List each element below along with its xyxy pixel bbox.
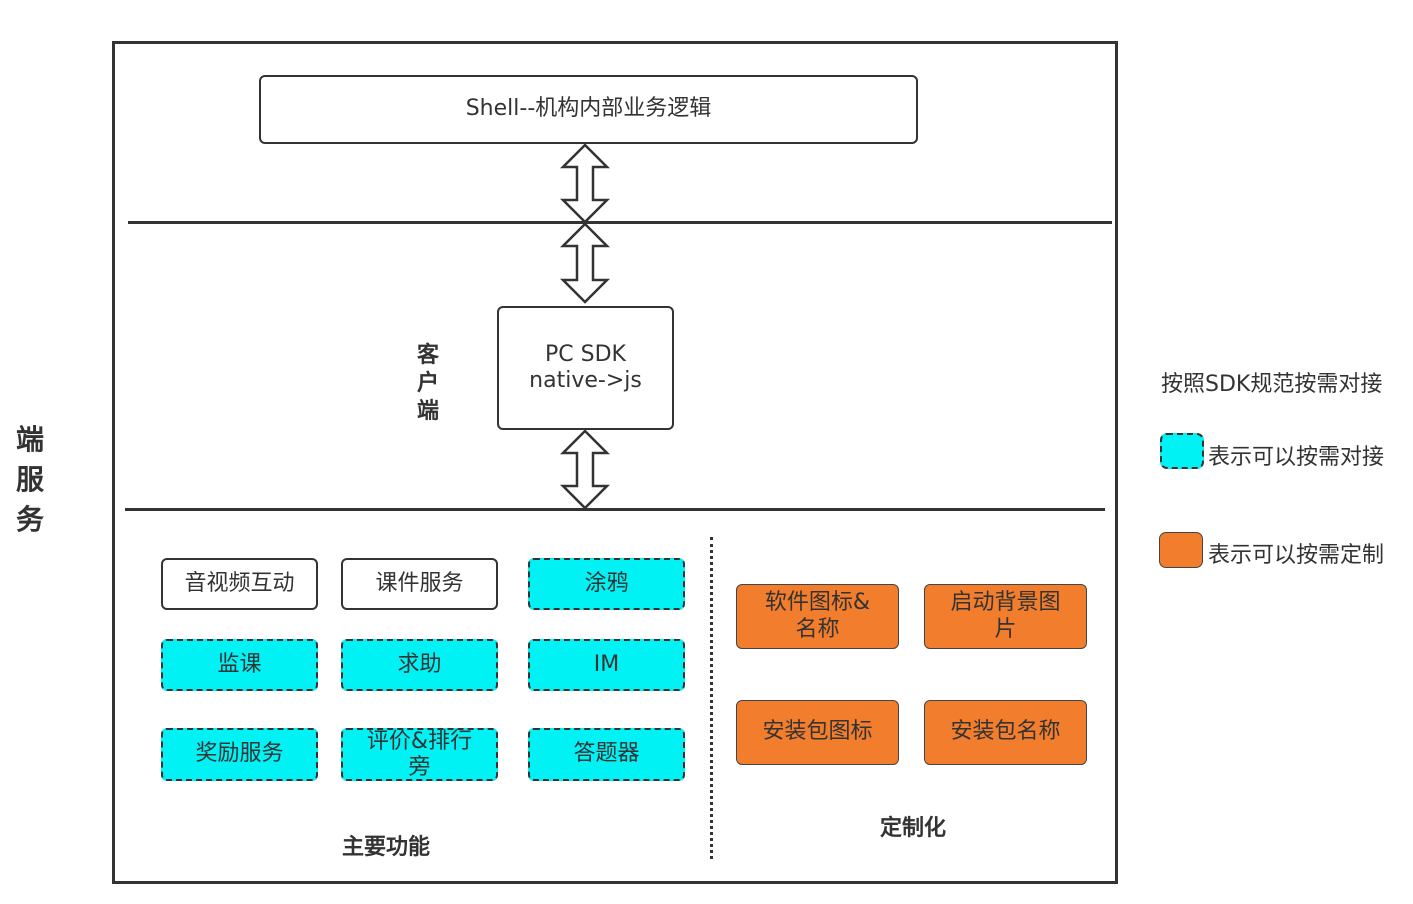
feature-help: 求助 [341, 639, 498, 691]
legend-item-orange: 表示可以按需定制 [1208, 537, 1384, 569]
main-features-title: 主要功能 [342, 829, 430, 861]
feature-label: 评价&排行旁 [366, 729, 473, 780]
shell-box-label: Shell--机构内部业务逻辑 [465, 96, 712, 122]
legend-heading: 按照SDK规范按需对接 [1161, 366, 1382, 398]
feature-label: 奖励服务 [195, 741, 284, 767]
legend-swatch-orange [1159, 532, 1203, 568]
custom-label: 启动背景图片 [950, 590, 1061, 642]
feature-class-monitor: 监课 [161, 639, 318, 691]
legend-heading-text: 按照SDK规范按需对接 [1161, 372, 1383, 397]
main-features-title-text: 主要功能 [342, 835, 431, 860]
side-label-text: 端服务 [15, 423, 44, 536]
custom-splash-background: 启动背景图片 [924, 584, 1087, 649]
shell-box: Shell--机构内部业务逻辑 [259, 75, 918, 144]
custom-label: 软件图标&名称 [764, 590, 871, 642]
legend-item-cyan: 表示可以按需对接 [1208, 439, 1384, 471]
section-divider [710, 537, 713, 859]
feature-label: IM [593, 651, 620, 677]
feature-label: 课件服务 [375, 570, 464, 596]
customization-title: 定制化 [880, 810, 946, 842]
separator-top [128, 221, 1112, 224]
feature-av-interaction: 音视频互动 [161, 558, 318, 610]
custom-installer-icon: 安装包图标 [736, 700, 899, 765]
feature-reward-service: 奖励服务 [161, 728, 318, 781]
separator-bottom [125, 508, 1105, 511]
feature-label: 求助 [397, 651, 442, 677]
side-label-vertical: 端服务 [15, 420, 45, 540]
feature-answer-device: 答题器 [528, 728, 685, 781]
legend-item-cyan-text: 表示可以按需对接 [1208, 445, 1385, 470]
double-arrow-sdk-to-line [559, 429, 611, 510]
feature-label: 涂鸦 [584, 570, 629, 596]
client-label-text: 客户端 [416, 343, 439, 424]
feature-label: 答题器 [573, 741, 640, 767]
sdk-box-line1: PC SDK [545, 341, 626, 367]
diagram-frame [112, 41, 1118, 884]
custom-installer-name: 安装包名称 [924, 700, 1087, 765]
custom-label: 安装包图标 [762, 719, 873, 745]
custom-app-icon-name: 软件图标&名称 [736, 584, 899, 649]
feature-doodle: 涂鸦 [528, 558, 685, 610]
feature-label: 监课 [217, 651, 262, 677]
custom-label: 安装包名称 [950, 719, 1061, 745]
legend-swatch-cyan [1160, 433, 1204, 469]
feature-courseware-service: 课件服务 [341, 558, 498, 610]
client-label-vertical: 客户端 [415, 342, 441, 426]
feature-rating-ranking: 评价&排行旁 [341, 728, 498, 781]
feature-im: IM [528, 639, 685, 691]
customization-title-text: 定制化 [880, 816, 947, 841]
double-arrow-line-to-sdk [559, 222, 611, 304]
sdk-box-line2: native->js [529, 368, 642, 393]
double-arrow-shell-to-line [559, 143, 611, 224]
legend-item-orange-text: 表示可以按需定制 [1208, 543, 1385, 568]
feature-label: 音视频互动 [184, 570, 295, 596]
sdk-box: PC SDK native->js [497, 306, 674, 430]
